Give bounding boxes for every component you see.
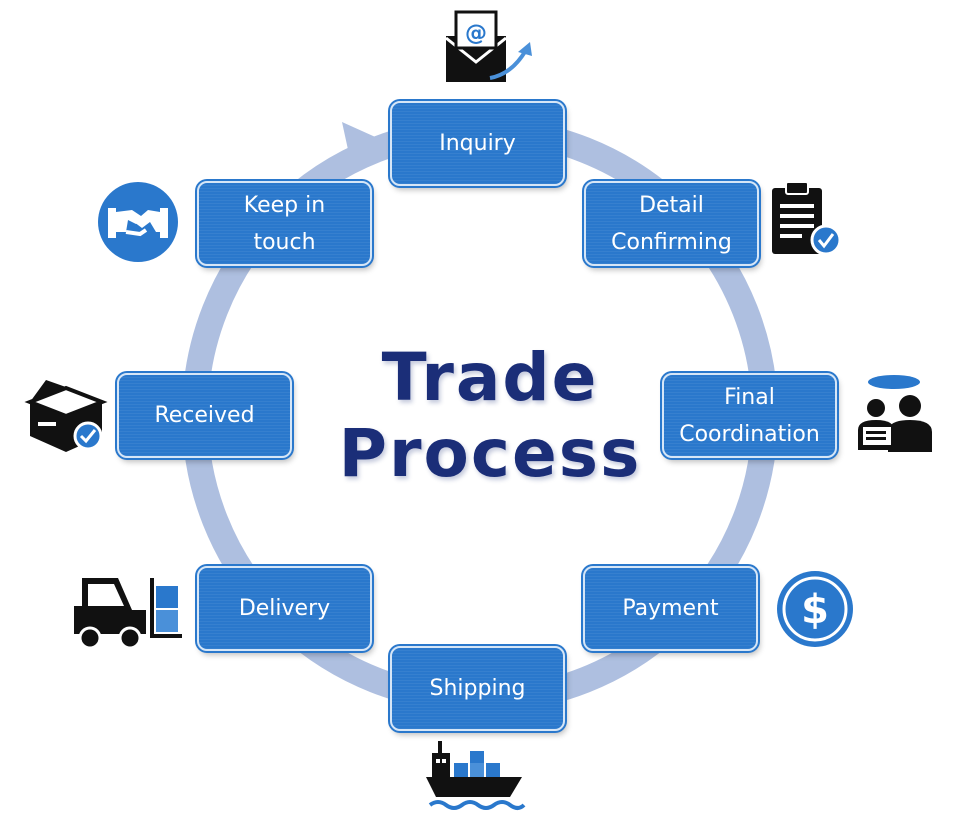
meeting-icon	[858, 375, 932, 452]
title-trade: Trade	[381, 339, 599, 416]
ship-icon	[426, 741, 526, 810]
step-received: Received	[117, 373, 292, 458]
email-icon: @	[445, 10, 532, 82]
step-shipping: Shipping	[390, 646, 565, 731]
dollar-icon: $	[777, 571, 853, 647]
svg-text:$: $	[801, 587, 829, 633]
svg-text:@: @	[465, 21, 487, 46]
step-keep-in-touch: Keep in touch	[197, 181, 372, 266]
step-delivery: Delivery	[197, 566, 372, 651]
clipboard-check-icon	[772, 181, 842, 256]
step-final-coordination: Final Coordination	[662, 373, 837, 458]
ring-arrowhead	[342, 122, 382, 168]
step-detail-confirming: Detail Confirming	[584, 181, 759, 266]
step-inquiry: Inquiry	[390, 101, 565, 186]
package-check-icon	[24, 380, 108, 452]
handshake-icon	[98, 182, 178, 262]
forklift-icon	[74, 578, 182, 650]
step-payment: Payment	[583, 566, 758, 651]
title-process: Process	[338, 415, 642, 492]
